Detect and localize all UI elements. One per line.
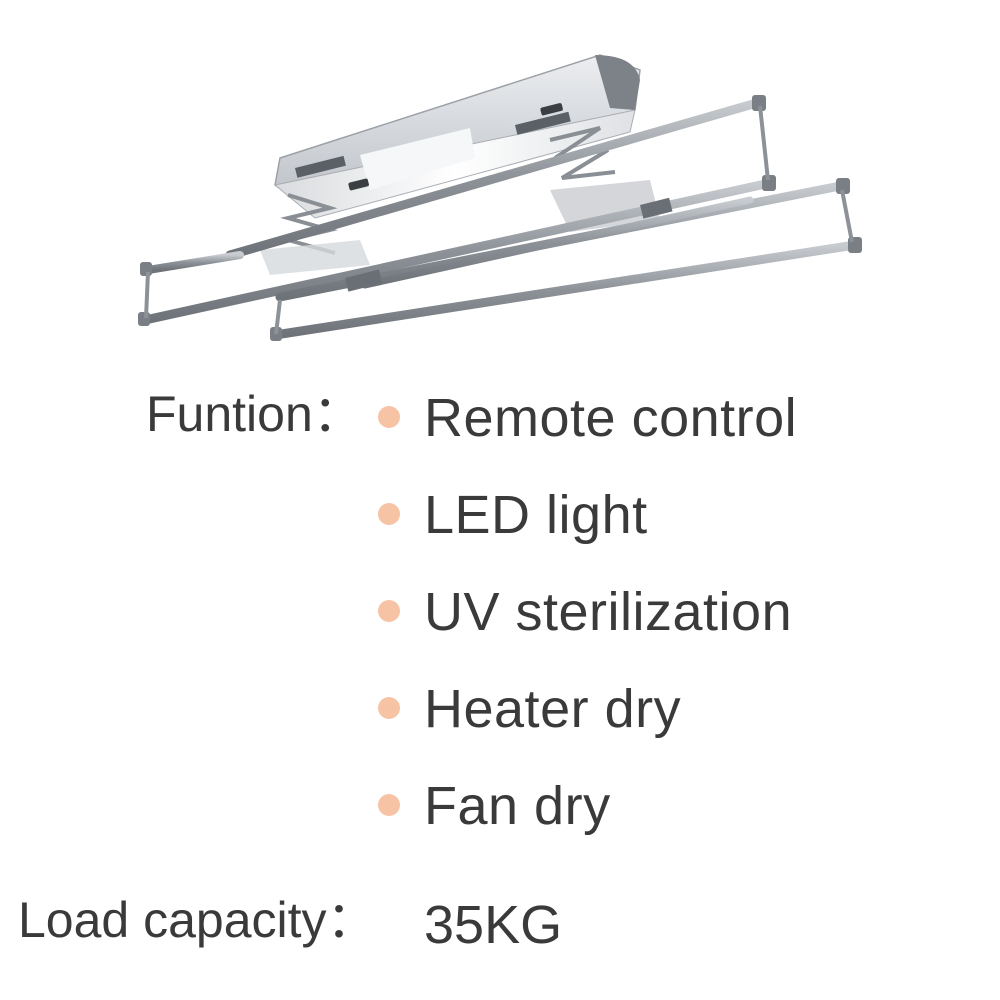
bullet-dot-icon xyxy=(378,600,400,622)
function-label: Funtion： xyxy=(146,386,363,442)
feature-item: Fan dry xyxy=(378,776,797,873)
bullet-dot-icon xyxy=(378,794,400,816)
feature-label: LED light xyxy=(424,485,648,545)
bullet-dot-icon xyxy=(378,406,400,428)
feature-item: Heater dry xyxy=(378,679,797,776)
bullet-dot-icon xyxy=(378,697,400,719)
load-capacity-label: Load capacity： xyxy=(18,892,377,948)
feature-label: Fan dry xyxy=(424,776,611,836)
feature-label: Heater dry xyxy=(424,679,682,739)
feature-list: Remote control LED light UV sterilizatio… xyxy=(378,388,797,873)
feature-item: LED light xyxy=(378,485,797,582)
feature-label: UV sterilization xyxy=(424,582,793,642)
drying-rack-image xyxy=(130,40,870,360)
load-capacity-value: 35KG xyxy=(424,895,563,955)
feature-label: Remote control xyxy=(424,388,798,448)
bullet-dot-icon xyxy=(378,503,400,525)
drying-rack-icon xyxy=(138,54,862,341)
feature-item: Remote control xyxy=(378,388,797,485)
feature-item: UV sterilization xyxy=(378,582,797,679)
